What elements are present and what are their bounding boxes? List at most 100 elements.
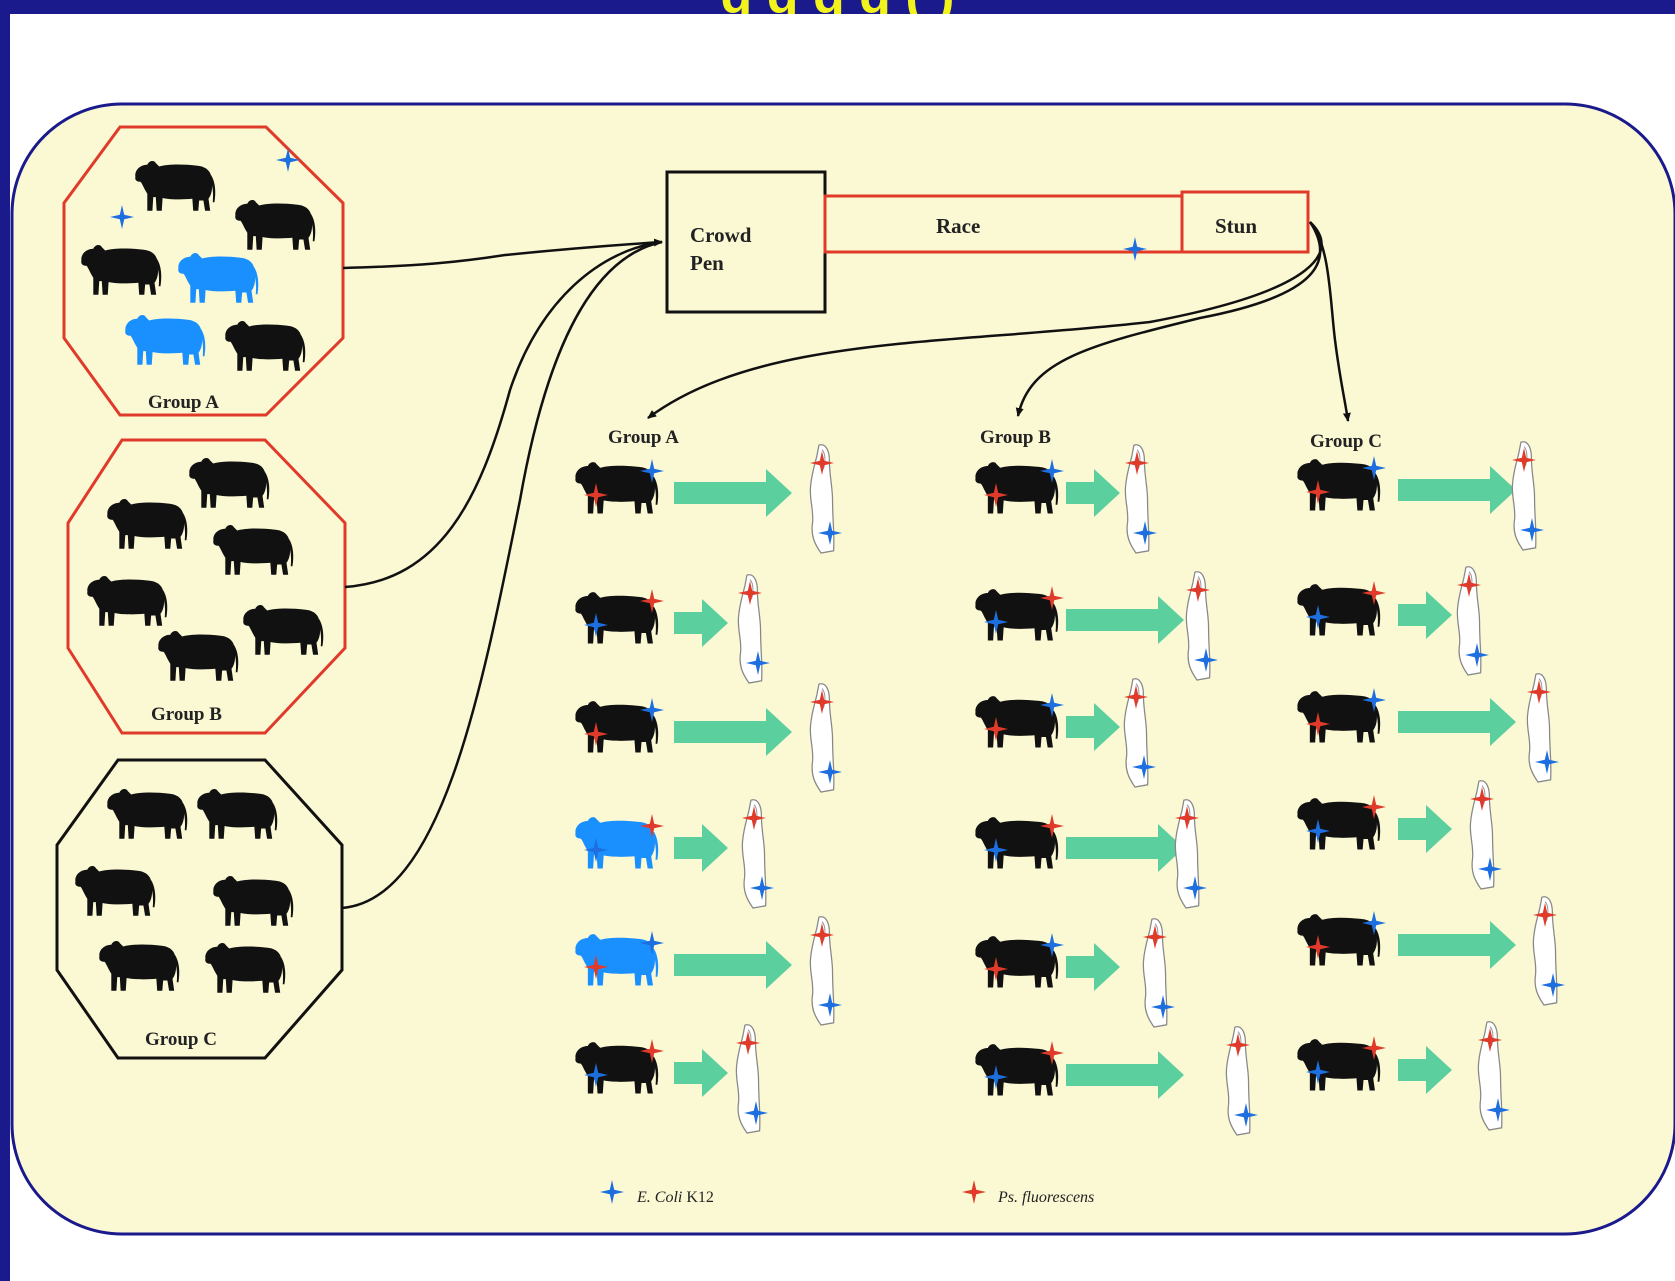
stun-box	[1180, 190, 1310, 254]
group-3-row-6-arrow	[1398, 1046, 1452, 1094]
group-2-row-2-arrow	[1066, 596, 1184, 644]
group-2-row-1-cow-marker-2	[984, 483, 1008, 507]
group-2-row-4-carcass-marker-2	[1183, 876, 1207, 900]
group-2-row-5-cow-marker-2	[984, 957, 1008, 981]
pen-group-c	[55, 758, 344, 1060]
group-2-row-4-arrow	[1066, 824, 1184, 872]
flow-line-pen-c	[341, 240, 663, 910]
group-1-row-1-carcass-marker-1	[810, 451, 834, 475]
group-2-row-1-cow-marker-1	[1040, 459, 1064, 483]
group-1-row-4-cow-marker-1	[640, 814, 664, 838]
pen-c-label: Group C	[145, 1029, 217, 1050]
group-3-row-3-carcass-marker-1	[1527, 680, 1551, 704]
group-2-row-6-cow-marker-1	[1040, 1041, 1064, 1065]
group-3-row-4-arrow	[1398, 805, 1452, 853]
group-1-row-2-arrow	[674, 599, 728, 647]
flow-line-to-group-a	[647, 221, 1323, 420]
slide-title-strip: g g g g ( )	[0, 0, 1675, 14]
group-2-row-2-cow-marker-2	[984, 610, 1008, 634]
race-marker	[1123, 237, 1147, 261]
group-3-row-3-cow-marker-1	[1362, 688, 1386, 712]
group-3-row-2-carcass-marker-1	[1457, 573, 1481, 597]
group-3-row-4-cow-marker-2	[1306, 819, 1330, 843]
group-3-row-6-cow-marker-2	[1306, 1060, 1330, 1084]
group-1-row-2-cow-marker-2	[584, 613, 608, 637]
group-1-row-6-arrow	[674, 1049, 728, 1097]
group-1-row-1-arrow	[674, 469, 792, 517]
flow-line-to-group-b	[1015, 221, 1322, 417]
group-1-row-6-cow-marker-2	[584, 1063, 608, 1087]
group-2-row-3-carcass-marker-1	[1124, 685, 1148, 709]
pen-a-label: Group A	[148, 392, 219, 413]
group-3-row-5-arrow	[1398, 921, 1516, 969]
group-1-row-3-cow-marker-2	[584, 722, 608, 746]
legend-ecoli-name: E. Coli	[636, 1189, 682, 1206]
group-1-row-4-carcass-marker-2	[750, 876, 774, 900]
group-3-row-4-carcass-marker-2	[1478, 857, 1502, 881]
group-3-row-4-carcass-marker-1	[1470, 787, 1494, 811]
group-2-row-6-arrow	[1066, 1051, 1184, 1099]
group-1-row-2-carcass-marker-1	[738, 581, 762, 605]
group-3-row-3-carcass-marker-2	[1535, 750, 1559, 774]
group-2-row-4-cow-marker-2	[984, 838, 1008, 862]
group-2-row-1-carcass-marker-1	[1125, 451, 1149, 475]
group-2-row-3-cow-marker-2	[984, 717, 1008, 741]
group-3-row-2-cow-marker-2	[1306, 605, 1330, 629]
group-2-row-3-arrow	[1066, 703, 1120, 751]
flow-line-pen-b	[344, 240, 663, 589]
group-2-row-5-carcass-marker-1	[1143, 925, 1167, 949]
stun-label: Stun	[1215, 214, 1257, 238]
group-1-row-6-carcass-marker-2	[744, 1101, 768, 1125]
group-1-row-1-carcass-marker-2	[818, 521, 842, 545]
group-2-row-5-arrow	[1066, 943, 1120, 991]
group-2-row-1-carcass-marker-2	[1133, 521, 1157, 545]
group-3-row-3-arrow	[1398, 698, 1516, 746]
group-1-row-4-carcass-marker-1	[742, 806, 766, 830]
flow-line-pen-a	[342, 238, 663, 270]
pen-a-marker-2	[110, 205, 134, 229]
slaughter-group-b-label: Group B	[980, 427, 1051, 448]
legend-ecoli-strain: K12	[686, 1189, 714, 1206]
group-2-row-3-cow-marker-1	[1040, 693, 1064, 717]
group-1-row-3-cow-marker-1	[640, 698, 664, 722]
group-2-row-6-cow-marker-2	[984, 1065, 1008, 1089]
group-3-row-6-carcass-marker-2	[1486, 1098, 1510, 1122]
group-2-row-5-carcass-marker-2	[1151, 995, 1175, 1019]
group-2-row-2-cow-marker-1	[1040, 586, 1064, 610]
group-2-row-6-carcass-marker-1	[1226, 1033, 1250, 1057]
group-1-row-5-cow-marker-1	[640, 931, 664, 955]
group-3-row-2-arrow	[1398, 591, 1452, 639]
group-3-row-5-cow-marker-1	[1362, 911, 1386, 935]
crowd-pen-label-line1: Crowd	[690, 223, 752, 247]
group-1-row-5-cow-marker-2	[584, 955, 608, 979]
flow-line-to-group-c	[1309, 221, 1351, 422]
group-1-row-3-carcass-marker-2	[818, 760, 842, 784]
group-3-row-4-cow-marker-1	[1362, 795, 1386, 819]
group-3-row-1-carcass-marker-1	[1512, 448, 1536, 472]
diagram-panel	[10, 102, 1675, 1236]
group-1-row-5-arrow	[674, 941, 792, 989]
group-1-row-1-cow-marker-2	[584, 483, 608, 507]
group-2-row-5-cow-marker-1	[1040, 933, 1064, 957]
slaughter-group-c-label: Group C	[1310, 431, 1382, 452]
race-label: Race	[936, 214, 980, 238]
slaughter-group-a-label: Group A	[608, 427, 679, 448]
group-3-row-6-carcass-marker-1	[1478, 1028, 1502, 1052]
group-2-row-3-carcass-marker-2	[1132, 755, 1156, 779]
pen-group-a	[62, 125, 345, 417]
group-1-row-2-cow-marker-1	[640, 589, 664, 613]
group-3-row-5-carcass-marker-1	[1533, 903, 1557, 927]
group-1-row-3-carcass-marker-1	[810, 690, 834, 714]
group-1-row-6-cow-marker-1	[640, 1039, 664, 1063]
group-1-row-1-cow-marker-1	[640, 459, 664, 483]
group-3-row-1-arrow	[1398, 466, 1516, 514]
group-3-row-3-cow-marker-2	[1306, 712, 1330, 736]
group-2-row-6-carcass-marker-2	[1234, 1103, 1258, 1127]
diagram-figures	[75, 148, 1565, 1204]
group-1-row-3-arrow	[674, 708, 792, 756]
group-1-row-6-carcass-marker-1	[736, 1031, 760, 1055]
group-3-row-1-cow-marker-1	[1362, 456, 1386, 480]
